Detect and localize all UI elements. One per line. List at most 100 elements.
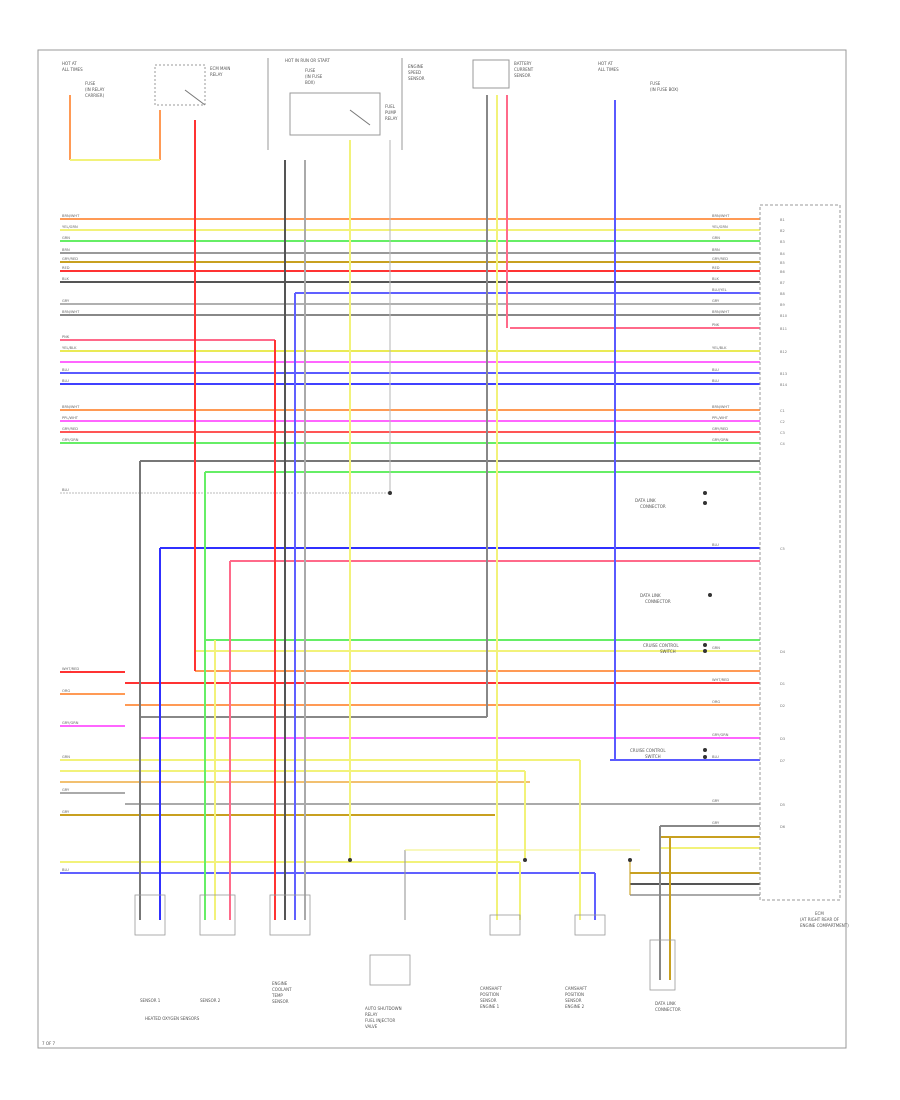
top-hot2-c: FUSE [650,81,661,86]
splice-6 [703,501,707,505]
top-fuse-a: FUSE [85,81,96,86]
top-hot-run-d: BOX) [305,80,315,85]
connector-1 [134,894,166,936]
wl-right-11: PNK [712,323,720,327]
top-hot-1b: ALL TIMES [62,67,83,72]
ecm-label-2: (AT RIGHT REAR OF [800,917,840,922]
ecm-label-1: ECM [815,911,824,916]
relay-switch [349,109,371,126]
top-components [154,58,510,150]
pin-10: B10 [780,314,788,318]
top-main-relay-a: ECM MAIN [210,66,230,71]
wl-right-14: BLU [712,379,719,383]
wl-right-10: BRN/WHT [712,310,730,314]
diagram-frame [37,49,847,1049]
pin-24: D5 [780,803,785,807]
ect-label-4: SENSOR [272,999,289,1004]
connector-3 [269,894,311,936]
top-ess-b: SPEED [408,70,421,75]
injector-label-1: AUTO SHUTDOWN [365,1006,402,1011]
connector-6 [574,914,606,936]
ecm-box [759,204,841,901]
wl-right-5: GRY/RED [712,257,728,261]
pin-7: B7 [780,281,785,285]
o2-sensors-title: HEATED OXYGEN SENSORS [145,1016,200,1021]
top-fuel-relay-b: PUMP [385,110,397,115]
pin-17: C3 [780,431,785,435]
battery-current-sensor-box [472,59,510,89]
side-notes: DATA LINK CONNECTOR DATA LINK CONNECTOR … [630,498,679,759]
wl-left-2: YEL/GRN [62,225,78,229]
top-bcs-c: SENSOR [514,73,531,78]
wl-left-21: ORG [62,689,70,693]
wl-right-4: BRN [712,248,720,252]
top-hot2-d: (IN FUSE BOX) [650,87,679,92]
wl-right-13: BLU [712,368,719,372]
wl-right-18: GRY/GRN [712,438,729,442]
top-fuel-relay-a: FUEL [385,104,396,109]
wl-right-15: BRN/WHT [712,405,730,409]
wl-right-22: GRY/GRN [712,733,729,737]
wl-left-11: PNK [62,335,70,339]
injector-label-4: VALVE [365,1024,378,1029]
splice-8 [703,643,707,647]
wl-left-13: BLU [62,368,69,372]
cam1-label-1: CAMSHAFT [480,986,502,991]
splice-5 [703,491,707,495]
wl-right-26: BLU [712,755,719,759]
ect-label-2: COOLANT [272,987,292,992]
wl-right-17: GRY/RED [712,427,728,431]
top-main-relay-b: RELAY [210,72,223,77]
bottom-labels: SENSOR 1 SENSOR 2 HEATED OXYGEN SENSORS … [140,981,681,1029]
top-labels: HOT AT ALL TIMES FUSE (IN RELAY CARRIER)… [62,58,679,121]
wl-left-10: BRN/WHT [62,310,80,314]
injector-label-3: FUEL INJECTOR [365,1018,396,1023]
splice-10 [703,748,707,752]
top-bcs-a: BATTERY [514,61,532,66]
o2-sensor-2-label: SENSOR 2 [200,998,221,1003]
cam1-label-3: SENSOR [480,998,497,1003]
vertical-wires [69,95,671,980]
cam2-label-1: CAMSHAFT [565,986,587,991]
splice-4 [628,858,632,862]
wl-left-25: GRY [62,810,70,814]
connector-4 [369,954,411,986]
top-ess-a: ENGINE [408,64,424,69]
pin-16: C2 [780,420,785,424]
pin-1: B1 [780,218,785,222]
wl-left-19: BLU [62,488,69,492]
top-hot-run-b: FUSE [305,68,316,73]
wl-right-25: GRY [712,821,720,825]
top-bcs-b: CURRENT [514,67,534,72]
pin-22: D3 [780,737,785,741]
pin-4: B4 [780,252,785,256]
wl-left-20: WHT/RED [62,667,79,671]
wl-left-6: RED [62,266,70,270]
pin-25: D6 [780,825,786,829]
cam2-label-3: SENSOR [565,998,582,1003]
splice-9 [703,649,707,653]
ecm: ECM (AT RIGHT REAR OF ENGINE COMPARTMENT… [759,204,849,928]
wl-left-9: GRY [62,299,70,303]
wl-left-12: YEL/BLK [62,346,77,350]
note-cruise-1a: CRUISE CONTROL [643,643,679,648]
wl-left-23: GRN [62,755,70,759]
pin-20: D1 [780,682,785,686]
wl-left-18: GRY/GRN [62,438,79,442]
top-fuse-c: CARRIER) [85,93,105,98]
top-fuse-b: (IN RELAY [85,87,105,92]
wl-left-24: GRY [62,788,70,792]
pin-11: B11 [780,327,787,331]
wl-left-15: BRN/WHT [62,405,80,409]
pin-12: B12 [780,350,787,354]
cam2-label-4: ENGINE 2 [565,1004,585,1009]
left-wire-labels: BRN/WHT YEL/GRN GRN BRN GRY/RED RED BLK … [62,214,80,872]
main-relay-switch [184,89,206,106]
wl-right-20: WHT/RED [712,678,729,682]
top-hot-1a: HOT AT [62,61,77,66]
dlc-label-2: CONNECTOR [655,1007,681,1012]
splice-2 [523,858,527,862]
pin-18: C4 [780,442,786,446]
top-hot-run-c: (IN FUSE [305,74,323,79]
page-id: 7 OF 7 [42,1041,56,1046]
